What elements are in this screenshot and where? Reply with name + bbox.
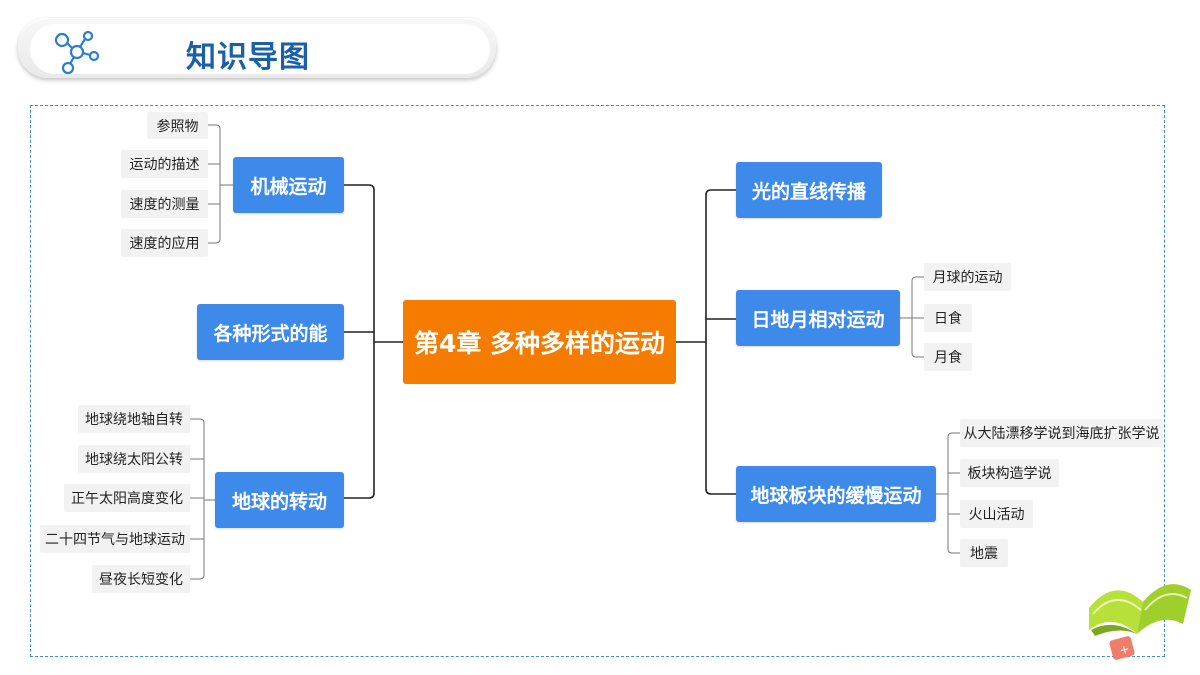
- leaf-earth-axis-rotation[interactable]: 地球绕地轴自转: [78, 405, 190, 433]
- leaf-earthquake[interactable]: 地震: [960, 539, 1008, 567]
- leaf-plate-tectonics[interactable]: 板块构造学说: [960, 459, 1059, 487]
- svg-text:+: +: [1118, 641, 1131, 657]
- branch-mechanical-motion[interactable]: 机械运动: [233, 157, 344, 213]
- page-title: 知识导图: [186, 40, 310, 75]
- leaf-solar-eclipse[interactable]: 日食: [924, 304, 972, 332]
- leaf-noon-sun-altitude[interactable]: 正午太阳高度变化: [64, 484, 190, 512]
- leaf-earth-orbit-sun[interactable]: 地球绕太阳公转: [78, 445, 190, 473]
- branch-sun-earth-moon[interactable]: 日地月相对运动: [736, 290, 900, 346]
- leaf-lunar-eclipse[interactable]: 月食: [924, 343, 972, 371]
- mindmap-frame: [30, 105, 1165, 657]
- leaf-continental-drift[interactable]: 从大陆漂移学说到海底扩张学说: [960, 419, 1163, 447]
- branch-forms-of-energy[interactable]: 各种形式的能: [197, 304, 344, 360]
- leaf-solar-terms[interactable]: 二十四节气与地球运动: [40, 525, 190, 553]
- branch-earth-rotation[interactable]: 地球的转动: [215, 472, 344, 528]
- molecule-network-icon: [54, 30, 100, 75]
- leaf-volcanic-activity[interactable]: 火山活动: [960, 500, 1033, 528]
- leaf-speed-measurement[interactable]: 速度的测量: [121, 190, 208, 218]
- header-inner: [30, 24, 490, 74]
- branch-light-propagation[interactable]: 光的直线传播: [736, 162, 882, 218]
- center-topic[interactable]: 第4章 多种多样的运动: [403, 300, 676, 384]
- leaf-day-night-length[interactable]: 昼夜长短变化: [92, 565, 190, 593]
- leaf-moon-motion[interactable]: 月球的运动: [924, 263, 1011, 291]
- leaf-motion-description[interactable]: 运动的描述: [121, 150, 208, 178]
- branch-plate-motion[interactable]: 地球板块的缓慢运动: [736, 466, 936, 522]
- open-book-icon: +: [1089, 584, 1191, 660]
- leaf-reference-object[interactable]: 参照物: [147, 112, 208, 139]
- leaf-speed-application[interactable]: 速度的应用: [121, 229, 208, 257]
